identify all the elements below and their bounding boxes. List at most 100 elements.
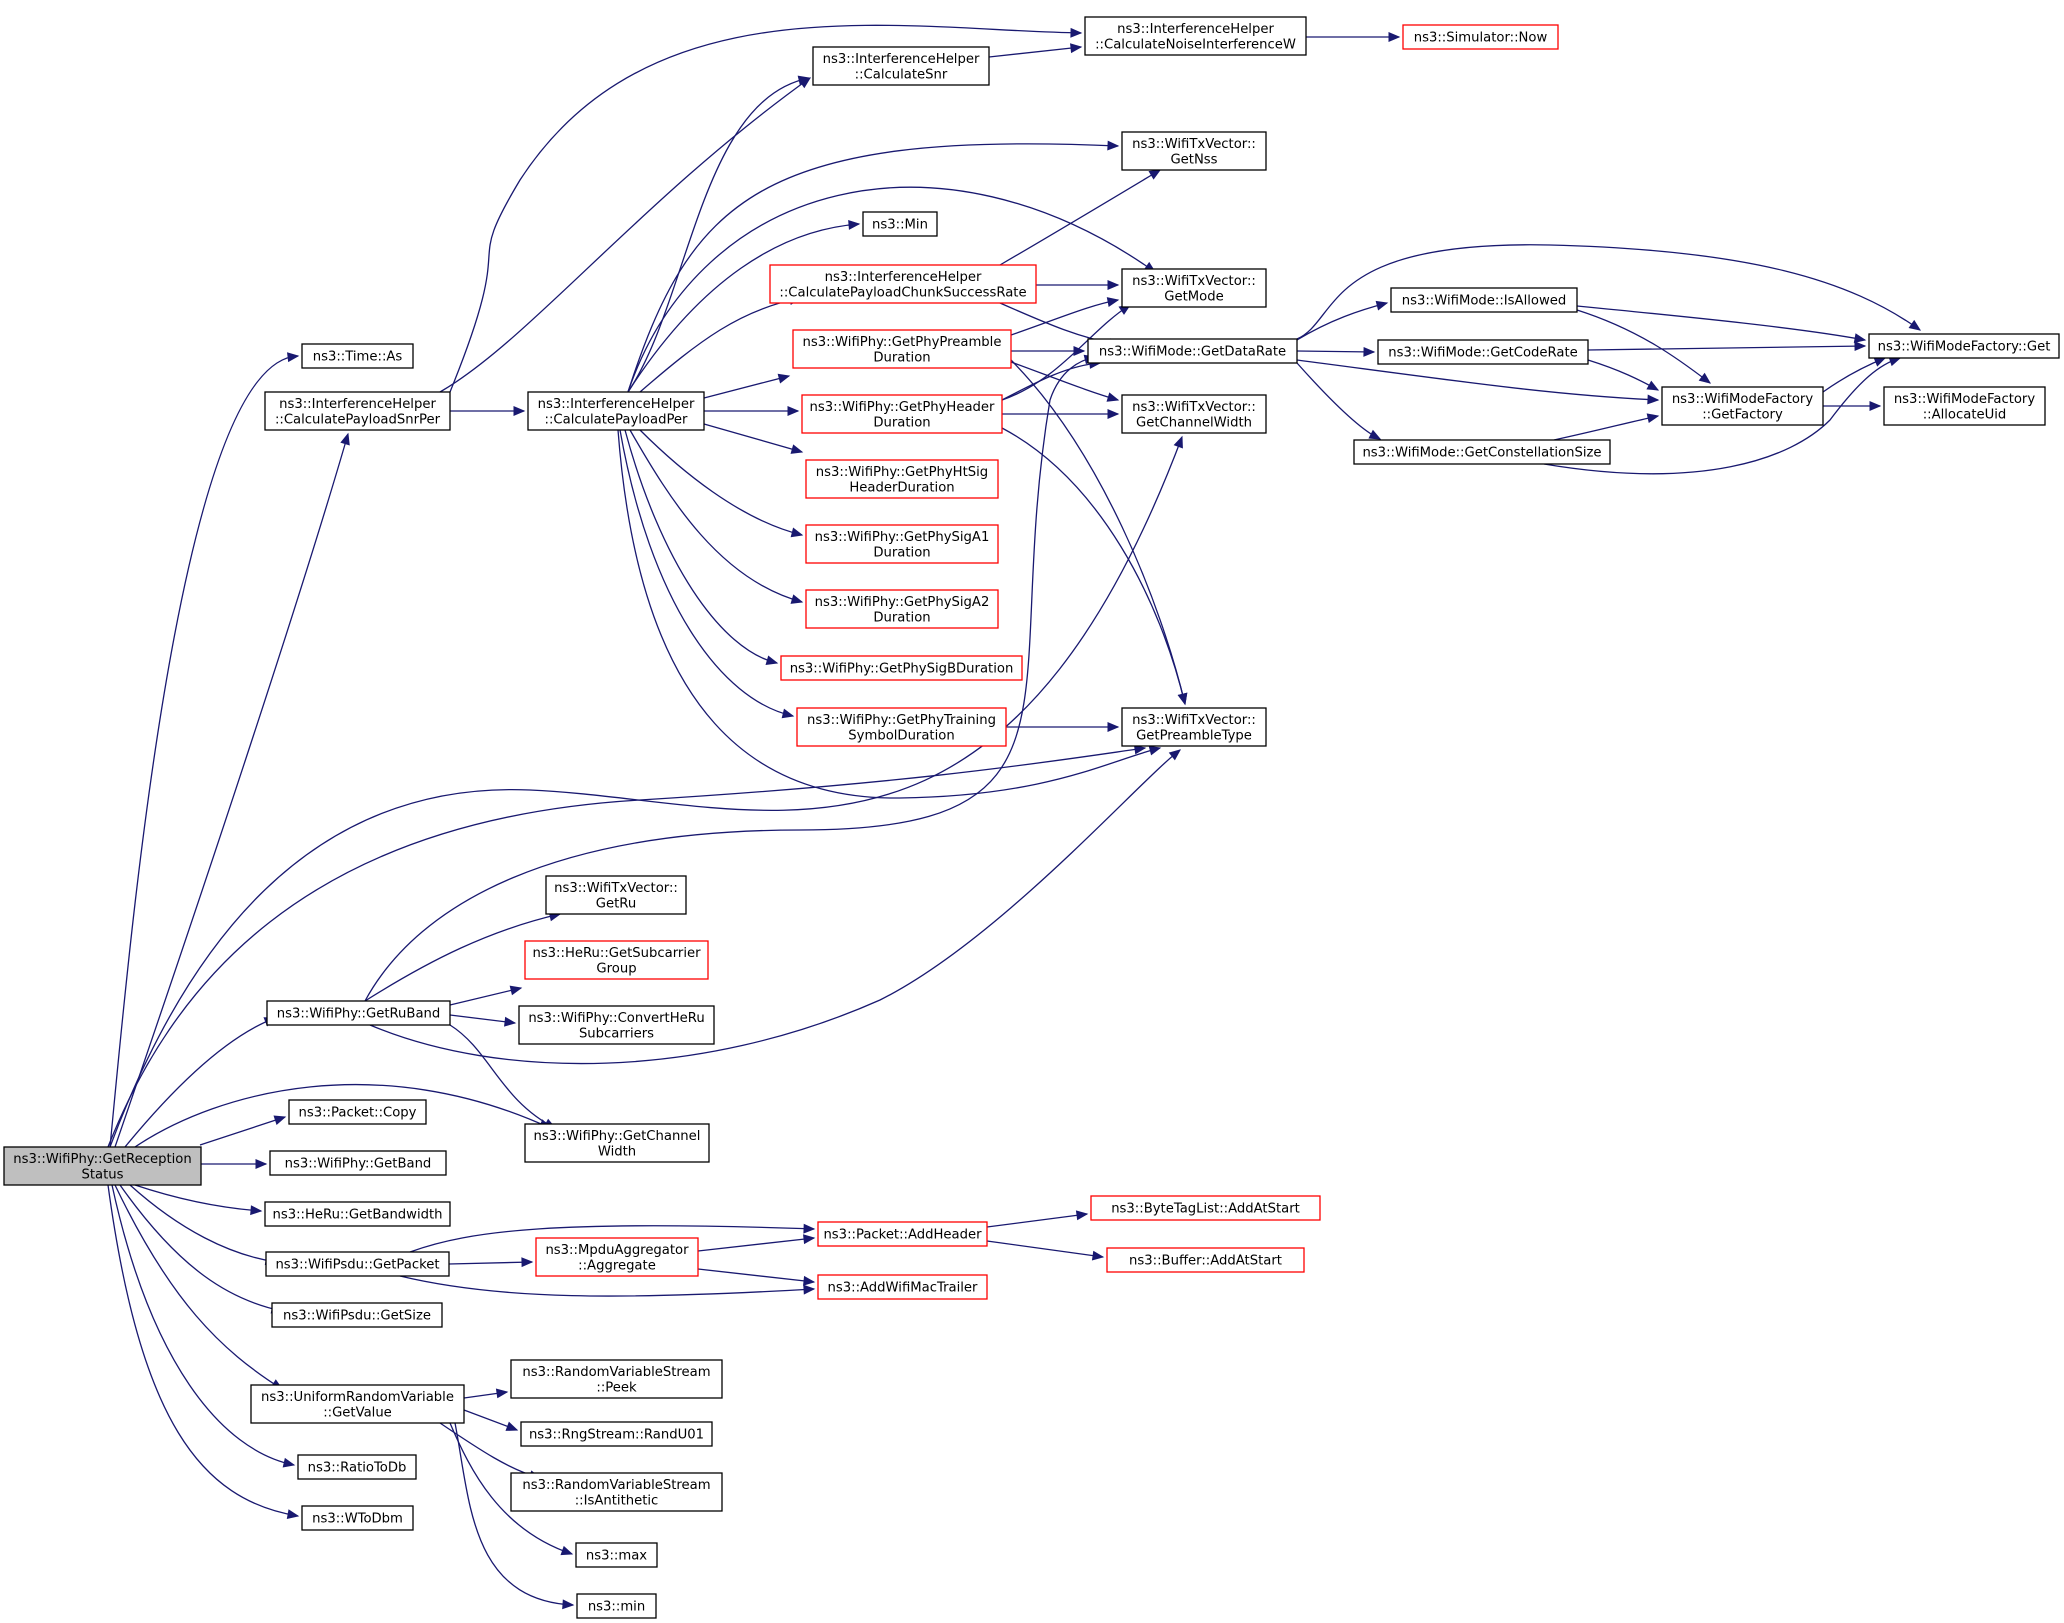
edge-getCodeRate-to-factoryGet bbox=[1587, 341, 1867, 352]
node-factoryGet[interactable]: ns3::WifiModeFactory::Get bbox=[1868, 333, 2060, 359]
node-calcSnr[interactable]: ns3::InterferenceHelper::CalculateSnr bbox=[812, 46, 990, 86]
node-label: GetNss bbox=[1170, 152, 1217, 167]
node-label: ::CalculatePayloadChunkSuccessRate bbox=[779, 285, 1026, 300]
edge-psduGetPacket-to-addHeader bbox=[409, 1223, 816, 1253]
node-label: ns3::WifiTxVector:: bbox=[554, 881, 678, 896]
node-label: ns3::Simulator::Now bbox=[1414, 31, 1548, 46]
node-label: ns3::WifiTxVector:: bbox=[1132, 274, 1256, 289]
node-getFactory[interactable]: ns3::WifiModeFactory::GetFactory bbox=[1661, 386, 1824, 426]
edge-chunkSuccess-to-getNss bbox=[999, 169, 1162, 266]
node-getCodeRate[interactable]: ns3::WifiMode::GetCodeRate bbox=[1377, 339, 1589, 365]
edge-calcPayloadPer-to-trainingDur bbox=[619, 429, 795, 719]
node-label: ns3::WifiTxVector:: bbox=[1132, 713, 1256, 728]
node-calcNoise[interactable]: ns3::InterferenceHelper::CalculateNoiseI… bbox=[1084, 16, 1307, 56]
edge-psduGetPacket-to-addMacTrailer bbox=[399, 1275, 816, 1297]
node-randU01[interactable]: ns3::RngStream::RandU01 bbox=[520, 1421, 713, 1447]
edge-root-to-wToDbm bbox=[107, 1184, 300, 1520]
node-packetCopy[interactable]: ns3::Packet::Copy bbox=[288, 1099, 427, 1125]
node-getMode[interactable]: ns3::WifiTxVector::GetMode bbox=[1121, 268, 1267, 308]
node-min2[interactable]: ns3::min bbox=[576, 1593, 657, 1619]
node-bufAddAtStart[interactable]: ns3::Buffer::AddAtStart bbox=[1106, 1247, 1305, 1273]
node-aggregate[interactable]: ns3::MpduAggregator::Aggregate bbox=[535, 1237, 699, 1277]
node-label: ns3::WifiPhy::GetBand bbox=[285, 1157, 432, 1172]
edge-getDataRate-to-factoryGet bbox=[1296, 244, 1922, 340]
call-edges bbox=[107, 24, 1922, 1610]
node-label: ns3::WifiPhy::GetPhySigBDuration bbox=[790, 662, 1014, 677]
node-txChannelWidth[interactable]: ns3::WifiTxVector::GetChannelWidth bbox=[1121, 394, 1267, 434]
node-calcPayloadPer[interactable]: ns3::InterferenceHelper::CalculatePayloa… bbox=[527, 391, 705, 431]
node-label: ns3::Packet::Copy bbox=[299, 1106, 417, 1121]
node-getBandwidth[interactable]: ns3::HeRu::GetBandwidth bbox=[264, 1201, 451, 1227]
edge-root-to-packetCopy bbox=[199, 1115, 287, 1146]
edge-root-to-txChannelWidth bbox=[109, 435, 1183, 1148]
node-ratioToDb[interactable]: ns3::RatioToDb bbox=[297, 1454, 417, 1480]
node-label: ns3::WifiModeFactory bbox=[1672, 392, 1814, 407]
node-getConstSize[interactable]: ns3::WifiMode::GetConstellationSize bbox=[1353, 439, 1611, 465]
node-label: Duration bbox=[873, 545, 930, 560]
node-label: ns3::Packet::AddHeader bbox=[823, 1228, 982, 1243]
node-addHeader[interactable]: ns3::Packet::AddHeader bbox=[817, 1221, 988, 1247]
edge-calcNoise-to-simNow bbox=[1306, 32, 1401, 42]
node-uniformGetValue[interactable]: ns3::UniformRandomVariable::GetValue bbox=[250, 1384, 465, 1424]
node-isAllowed[interactable]: ns3::WifiMode::IsAllowed bbox=[1390, 287, 1578, 313]
edge-getRuBand-to-getPreambleType bbox=[369, 749, 1182, 1065]
node-isAntithetic[interactable]: ns3::RandomVariableStream::IsAntithetic bbox=[510, 1472, 723, 1512]
node-max[interactable]: ns3::max bbox=[575, 1542, 658, 1568]
node-getBand[interactable]: ns3::WifiPhy::GetBand bbox=[269, 1150, 447, 1176]
node-timeAs[interactable]: ns3::Time::As bbox=[301, 343, 414, 369]
edge-root-to-uniformGetValue bbox=[114, 1184, 284, 1390]
node-label: ns3::Min bbox=[872, 218, 928, 233]
node-wToDbm[interactable]: ns3::WToDbm bbox=[301, 1505, 414, 1531]
edge-root-to-timeAs bbox=[109, 352, 300, 1148]
node-tagAddAtStart[interactable]: ns3::ByteTagList::AddAtStart bbox=[1090, 1195, 1321, 1221]
node-getRuBand[interactable]: ns3::WifiPhy::GetRuBand bbox=[266, 1000, 451, 1026]
node-label: ns3::MpduAggregator bbox=[545, 1243, 689, 1258]
edge-getFactory-to-factoryGet bbox=[1822, 357, 1887, 393]
node-label: ns3::WifiPhy::GetPhySigA2 bbox=[815, 595, 990, 610]
node-getDataRate[interactable]: ns3::WifiMode::GetDataRate bbox=[1087, 338, 1298, 364]
edge-aggregate-to-addMacTrailer bbox=[697, 1268, 816, 1286]
node-label: ns3::HeRu::GetSubcarrier bbox=[532, 946, 701, 961]
node-label: ns3::WifiTxVector:: bbox=[1132, 400, 1256, 415]
edge-calcPayloadPer-to-sigBDur bbox=[624, 429, 779, 665]
node-simNow[interactable]: ns3::Simulator::Now bbox=[1402, 24, 1559, 50]
node-sigBDur[interactable]: ns3::WifiPhy::GetPhySigBDuration bbox=[780, 655, 1023, 681]
node-min1[interactable]: ns3::Min bbox=[862, 211, 938, 237]
node-label: ns3::AddWifiMacTrailer bbox=[828, 1281, 979, 1296]
node-phyChannelWidth[interactable]: ns3::WifiPhy::GetChannelWidth bbox=[524, 1123, 710, 1163]
edge-uniformGetValue-to-rvsPeek bbox=[463, 1388, 509, 1399]
node-getPreambleType[interactable]: ns3::WifiTxVector::GetPreambleType bbox=[1121, 707, 1267, 747]
node-label: GetMode bbox=[1164, 289, 1223, 304]
node-label: ns3::UniformRandomVariable bbox=[261, 1390, 454, 1405]
edge-getDataRate-to-getFactory bbox=[1296, 359, 1660, 405]
node-chunkSuccess[interactable]: ns3::InterferenceHelper::CalculatePayloa… bbox=[769, 264, 1037, 304]
node-calcPayloadSnrPer[interactable]: ns3::InterferenceHelper::CalculatePayloa… bbox=[264, 391, 451, 431]
node-getNss[interactable]: ns3::WifiTxVector::GetNss bbox=[1121, 131, 1267, 171]
node-label: ns3::Buffer::AddAtStart bbox=[1129, 1254, 1282, 1269]
node-rvsPeek[interactable]: ns3::RandomVariableStream::Peek bbox=[510, 1359, 723, 1399]
edge-chunkSuccess-to-getMode bbox=[1036, 280, 1120, 290]
node-label: ns3::WifiMode::GetCodeRate bbox=[1388, 346, 1578, 361]
node-trainingDur[interactable]: ns3::WifiPhy::GetPhyTrainingSymbolDurati… bbox=[796, 707, 1007, 747]
node-psduGetSize[interactable]: ns3::WifiPsdu::GetSize bbox=[271, 1302, 443, 1328]
edge-root-to-calcPayloadSnrPer bbox=[114, 432, 350, 1148]
node-allocateUid[interactable]: ns3::WifiModeFactory::AllocateUid bbox=[1883, 386, 2046, 426]
node-getRu[interactable]: ns3::WifiTxVector::GetRu bbox=[545, 875, 687, 915]
node-label: ::GetValue bbox=[323, 1405, 392, 1420]
edge-calcPayloadPer-to-headerDur bbox=[704, 406, 800, 416]
edge-getDataRate-to-getCodeRate bbox=[1296, 346, 1376, 357]
node-label: ns3::Time::As bbox=[313, 350, 403, 365]
edge-calcPayloadPer-to-getNss bbox=[627, 140, 1120, 393]
node-addMacTrailer[interactable]: ns3::AddWifiMacTrailer bbox=[817, 1274, 988, 1300]
node-psduGetPacket[interactable]: ns3::WifiPsdu::GetPacket bbox=[265, 1251, 450, 1277]
node-label: GetChannelWidth bbox=[1136, 415, 1252, 430]
node-label: ::AllocateUid bbox=[1923, 407, 2007, 422]
